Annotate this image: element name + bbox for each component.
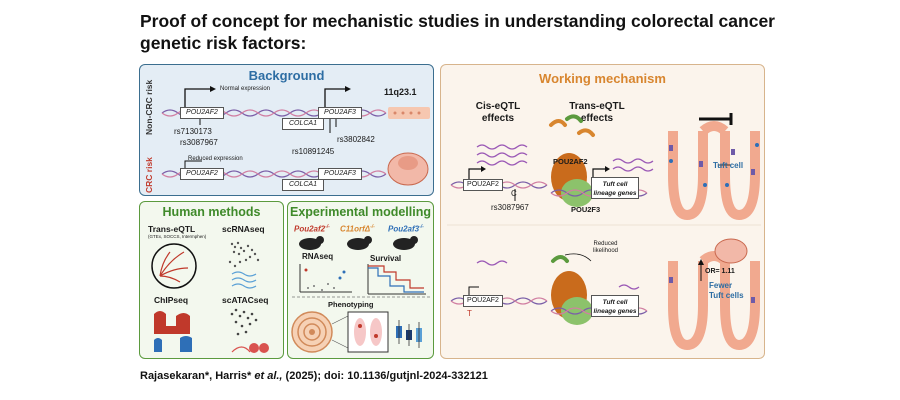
cis-eqtl-label: Cis-eQTL effects	[475, 101, 521, 124]
experimental-modelling-icons	[291, 236, 431, 353]
allele-t: T	[467, 309, 472, 318]
pou2f3-protein-label: POU2F3	[571, 205, 601, 214]
background-panel: Background Non-CRC risk CRC risk Normal …	[139, 64, 434, 196]
working-mechanism-title: Working mechanism	[539, 71, 666, 86]
locus-label: 11q23.1	[384, 87, 417, 97]
normal-expression-label: Normal expression	[220, 86, 271, 92]
experimental-modelling-title: Experimental modelling	[289, 205, 431, 219]
cis-gene-box-bottom: POU2AF2	[463, 295, 503, 307]
allele-c: C	[511, 189, 517, 198]
tuft-cell-label: Tuft cell	[713, 161, 744, 170]
snp-rs3087967: rs3087967	[491, 203, 529, 212]
experimental-modelling-panel: Experimental modelling Pou2af2-/- C11orf…	[287, 201, 434, 359]
background-title: Background	[248, 68, 325, 83]
cis-gene-box-top: POU2AF2	[463, 179, 503, 191]
page-title: Proof of concept for mechanistic studies…	[140, 11, 775, 53]
snp-rs3087967: rs3087967	[180, 138, 218, 147]
scatacseq-label: scATACseq	[222, 295, 269, 305]
tuft-genes-box-bottom: Tuft cell lineage genes	[591, 295, 639, 317]
model-pou2af2: Pou2af2-/-	[294, 224, 330, 234]
rnaseq-label: RNAseq	[302, 252, 334, 261]
working-mechanism-diagram	[447, 113, 761, 351]
pou2af2-protein-label: POU2AF2	[553, 157, 588, 166]
chipseq-label: ChIPseq	[154, 295, 189, 305]
model-c11orf: C11orfΔ-/-	[340, 224, 375, 234]
gene-colca1-upper: COLCA1	[282, 118, 324, 130]
gene-pou2af3-lower: POU2AF3	[318, 168, 362, 180]
citation: Rajasekaran*, Harris* et al., (2025); do…	[140, 370, 488, 382]
fewer-tuft-cells-label: Fewer Tuft cells	[709, 281, 744, 300]
survival-label: Survival	[370, 254, 402, 263]
reduced-likelihood-label: Reduced likelihood	[593, 241, 619, 254]
snp-rs10891245: rs10891245	[292, 147, 335, 156]
tuft-genes-box-top: Tuft cell lineage genes	[591, 177, 639, 199]
scrnaseq-label: scRNAseq	[222, 224, 265, 234]
odds-ratio-label: OR= 1.11	[705, 268, 735, 275]
phenotyping-label: Phenotyping	[328, 300, 374, 309]
reduced-expression-label: Reduced expression	[188, 156, 243, 162]
trans-eqtl-label: Trans-eQTL	[148, 224, 196, 234]
gene-pou2af2-lower: POU2AF2	[180, 168, 224, 180]
human-methods-title: Human methods	[162, 205, 261, 219]
human-methods-panel: Human methods Trans-eQTL (GTEx, SOCCS, I…	[139, 201, 284, 359]
human-methods-icons	[148, 241, 269, 353]
model-pou2af3: Pou2af3-/-	[388, 224, 424, 234]
snp-rs3802842: rs3802842	[337, 135, 375, 144]
working-mechanism-panel: Working mechanism Cis-eQTL effects Trans…	[440, 64, 765, 359]
snp-rs7130173: rs7130173	[174, 127, 212, 136]
trans-eqtl-sources: (GTEx, SOCCS, Intermphen)	[148, 234, 207, 239]
gene-pou2af3-upper: POU2AF3	[318, 107, 362, 119]
gene-pou2af2-upper: POU2AF2	[180, 107, 224, 119]
trans-eqtl-label: Trans-eQTL effects	[569, 101, 625, 124]
gene-colca1-lower: COLCA1	[282, 179, 324, 191]
